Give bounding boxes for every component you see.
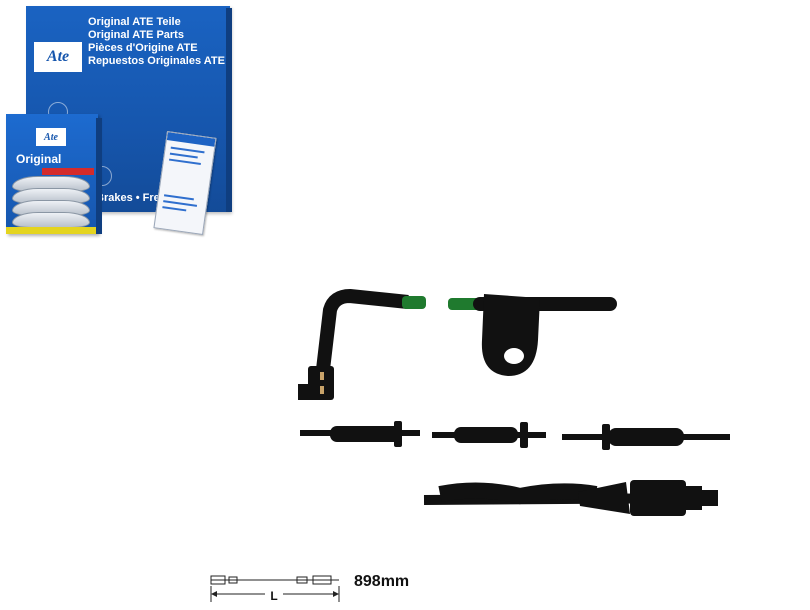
pad-bottom-strip bbox=[6, 227, 98, 234]
leaflet-line bbox=[163, 194, 194, 201]
length-value: 898mm bbox=[354, 573, 410, 590]
leaflet-line bbox=[170, 146, 205, 154]
sensor-probe-left bbox=[298, 289, 426, 400]
brake-pad-image bbox=[12, 212, 90, 228]
cable-segment bbox=[432, 422, 546, 448]
sensor-outline-icon bbox=[210, 575, 339, 585]
ate-box-side bbox=[226, 8, 232, 212]
leaflet-line bbox=[169, 152, 198, 159]
box-label-line: Pièces d'Origine ATE bbox=[88, 42, 198, 54]
cable-segment bbox=[562, 424, 730, 450]
brake-pad-package: Ate Original bbox=[6, 114, 98, 234]
leaflet-line bbox=[163, 200, 198, 207]
ate-logo: Ate bbox=[36, 128, 66, 146]
leaflet-line bbox=[162, 206, 187, 212]
connector-cable bbox=[423, 480, 718, 516]
leaflet-line bbox=[168, 158, 201, 166]
pad-box-label: Original bbox=[16, 152, 62, 166]
wear-sensor-image bbox=[298, 289, 730, 516]
dimension-symbol: L bbox=[270, 589, 277, 603]
pad-red-strip bbox=[42, 168, 94, 175]
box-label-lines: Original ATE Teile Original ATE Parts Pi… bbox=[88, 16, 225, 68]
sensor-clip-right bbox=[448, 294, 617, 376]
length-diagram: L bbox=[210, 575, 340, 603]
ate-logo: Ate bbox=[34, 42, 82, 72]
box-label-line: Original ATE Parts bbox=[88, 29, 184, 41]
box-label-line: Original ATE Teile bbox=[88, 16, 181, 28]
cable-segment bbox=[300, 421, 420, 447]
box-label-line: Repuestos Originales ATE bbox=[88, 55, 225, 67]
pad-box-side bbox=[96, 118, 102, 234]
